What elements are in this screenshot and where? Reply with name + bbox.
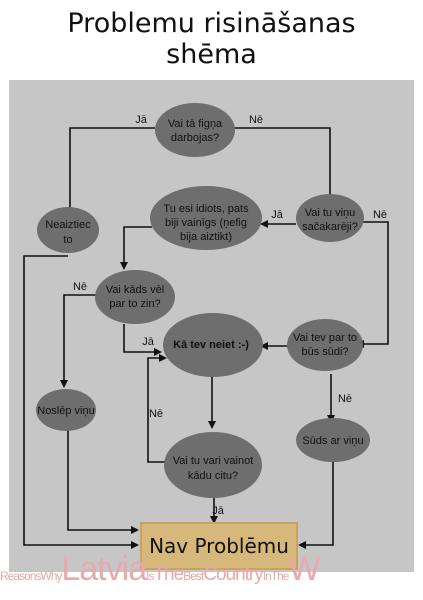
edge-label-messed-yes: Jā [271, 209, 284, 221]
node-messed-up-bubble [296, 194, 364, 242]
node-in-trouble-bubble [287, 319, 363, 371]
watermark: ReasonsWhyLatviaIsTheBestCountryInTheW [0, 550, 423, 600]
watermark-word: The [153, 564, 184, 585]
edge-label-anyone-yes: Jā [142, 336, 155, 348]
node-how-bad-bubble [163, 313, 263, 377]
node-idiot-text-2: biji vainīgs (ņefig [165, 217, 247, 229]
edge-label-works-no: Nē [249, 114, 263, 126]
node-dont-touch-text-2: to [63, 234, 72, 246]
node-messed-up-text-1: Vai tu viņu [305, 207, 356, 219]
node-dont-touch-text-1: Neaiztiec [45, 219, 91, 231]
edge-shit-to-no-problem [298, 462, 334, 549]
watermark-word: Is [146, 569, 154, 583]
edge-dont-touch-to-no-problem [23, 255, 139, 549]
node-anyone-knows-text-1: Vai kāds vēl [106, 284, 165, 296]
node-works-text-1: Vai tā figņa [168, 118, 223, 130]
node-in-trouble-text-2: būs sūdi? [301, 346, 348, 358]
node-shit-bubble [296, 418, 370, 462]
node-blame-bubble [164, 432, 262, 498]
node-no-problem-box [140, 522, 298, 570]
node-anyone-knows-bubble [95, 270, 175, 324]
node-dont-touch-bubble [37, 207, 99, 253]
watermark-word: Reasons [0, 569, 41, 583]
node-no-problem-text: Nav Problēmu [149, 534, 289, 558]
diagram-title: Problemu risināšanas shēma [0, 8, 423, 70]
edge-works-no [232, 127, 331, 195]
edge-label-blame-yes: Jā [212, 505, 225, 517]
node-works-text-2: darbojas? [171, 132, 219, 144]
node-how-bad-text: Kā tev neiet :-) [173, 339, 249, 351]
node-hide-it-bubble [36, 389, 96, 431]
edge-label-works-yes: Jā [135, 114, 148, 126]
watermark-word: The [270, 569, 290, 583]
watermark-word: Latvia [61, 550, 147, 588]
edge-label-messed-no: Nē [373, 209, 387, 221]
edge-hide-to-no-problem [67, 428, 139, 534]
edge-label-trouble-no: Nē [338, 393, 352, 405]
edge-idiot-to-anyone [120, 226, 152, 270]
node-idiot-text-3: bija aiztikt) [180, 231, 232, 243]
node-idiot-bubble [150, 186, 262, 250]
edge-anyone-no [60, 294, 98, 388]
node-hide-it-text: Noslēp viņu [37, 405, 94, 417]
node-anyone-knows-text-2: par to zin? [109, 298, 160, 310]
watermark-word: Why [40, 569, 62, 583]
node-blame-text-1: Vai tu vari vainot [173, 455, 254, 467]
edge-messed-no [356, 221, 389, 348]
node-idiot-text-1: Tu esi idiots, pats [163, 203, 249, 215]
edge-works-yes [69, 127, 155, 212]
watermark-word: W [288, 550, 320, 588]
node-in-trouble-text-1: Vai tev par to [293, 332, 357, 344]
edge-blame-no [147, 354, 167, 463]
node-works-bubble [155, 103, 235, 157]
edge-label-blame-no: Nē [149, 408, 163, 420]
node-shit-text: Sūds ar viņu [302, 435, 363, 447]
watermark-word: Country [203, 564, 264, 585]
edge-label-anyone-no: Nē [73, 281, 87, 293]
watermark-word: Best [183, 569, 204, 583]
title-line-2: shēma [166, 39, 257, 70]
edge-anyone-yes [123, 324, 162, 356]
title-line-1: Problemu risināšanas [67, 8, 356, 39]
watermark-word: In [262, 569, 272, 583]
node-blame-text-2: kādu citu? [188, 470, 238, 482]
node-messed-up-text-2: sačakarēji? [302, 221, 358, 233]
